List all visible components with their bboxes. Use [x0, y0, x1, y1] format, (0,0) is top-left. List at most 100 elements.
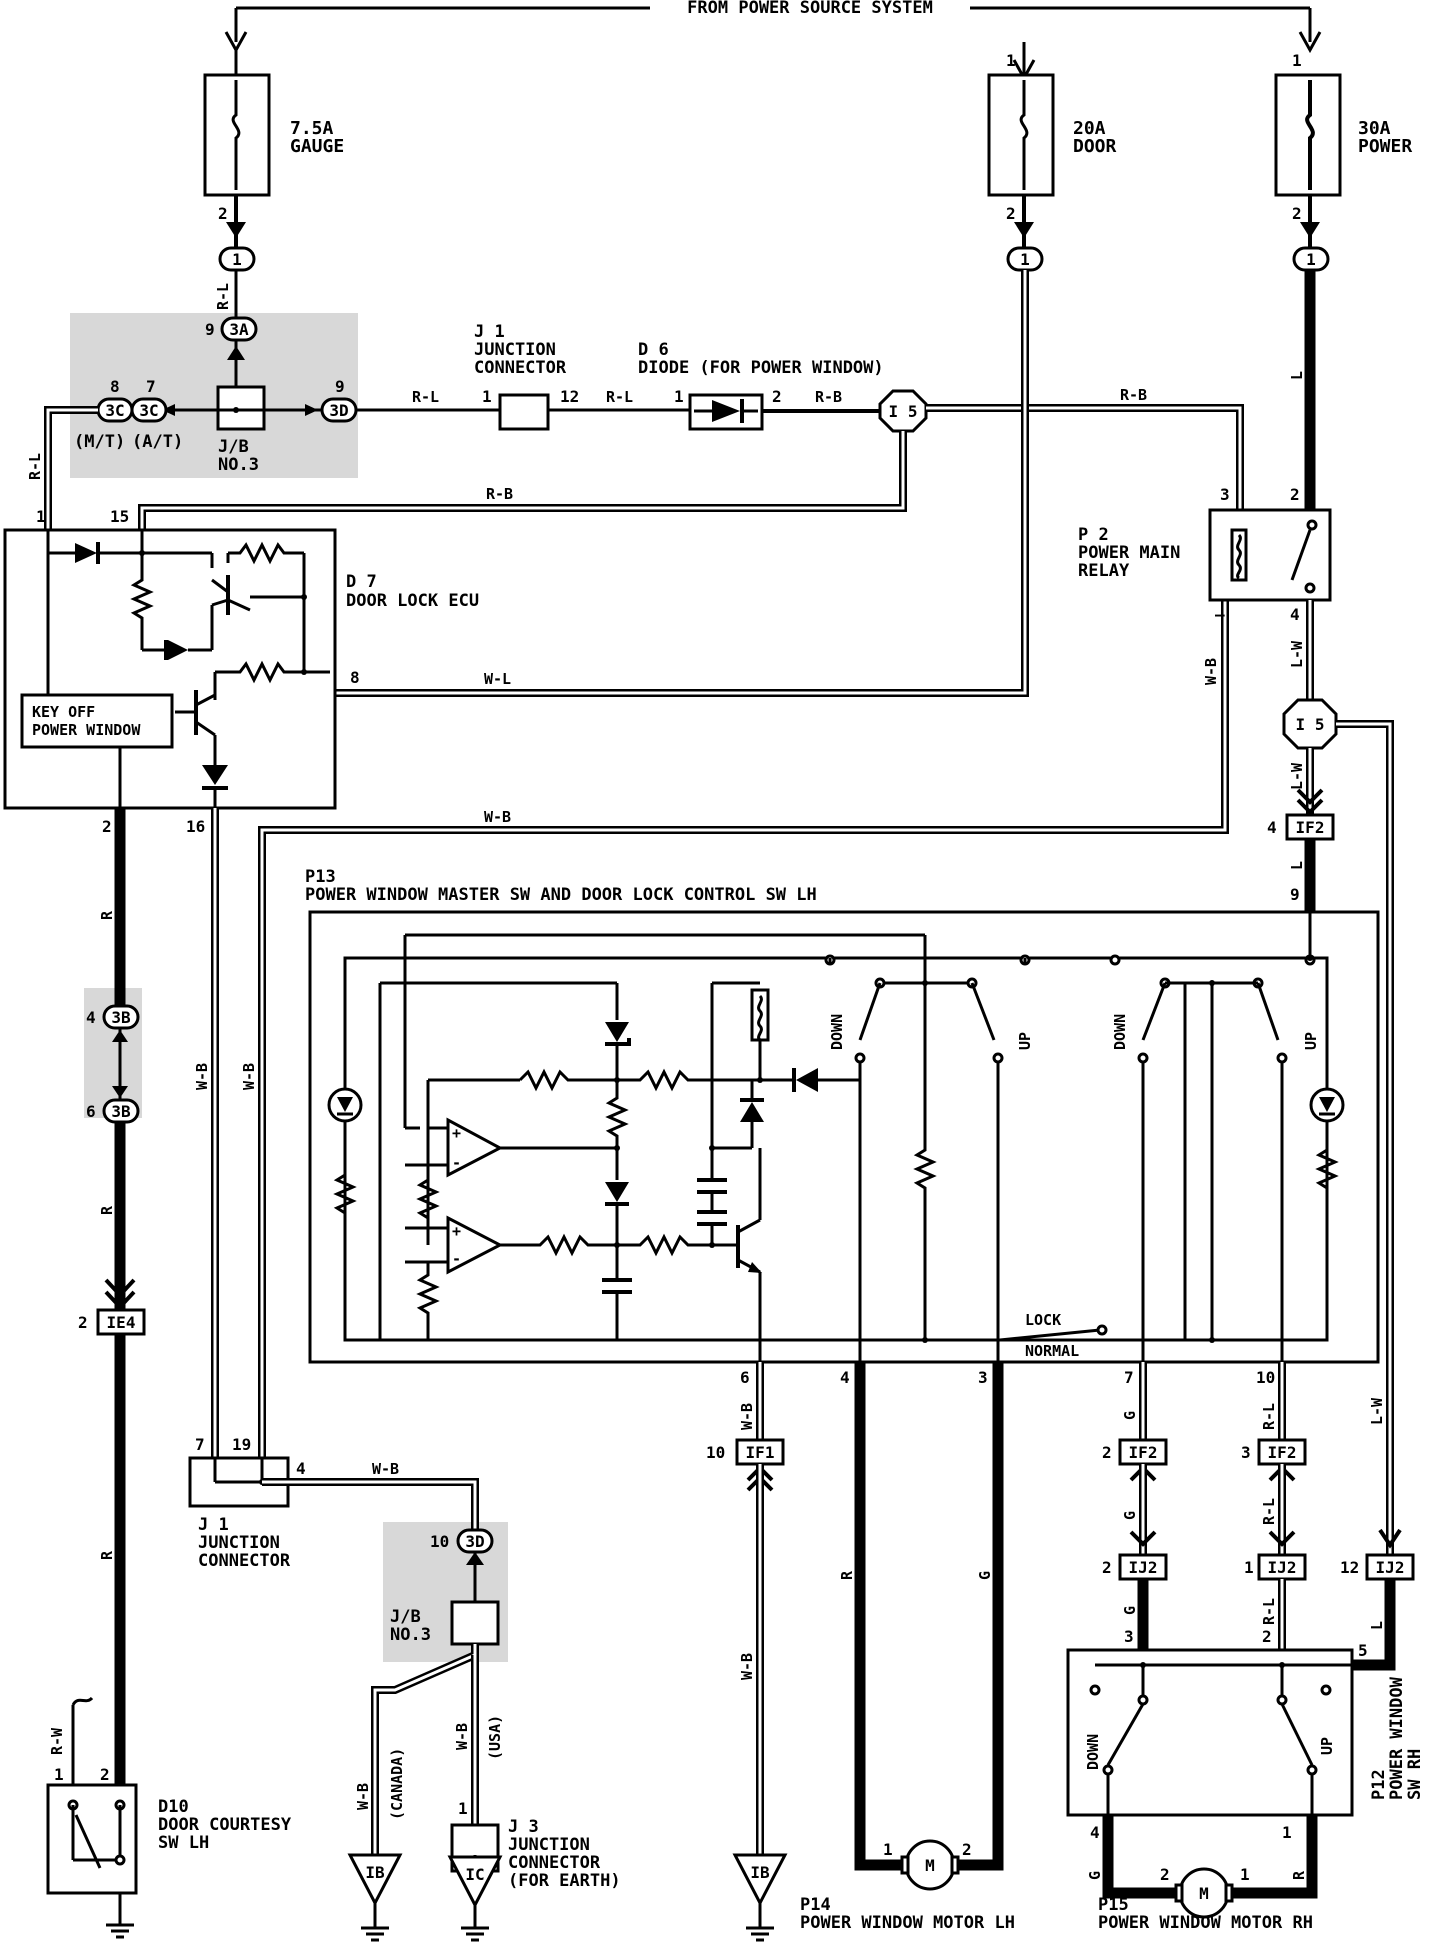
ground-ib-canada: IB [347, 1853, 403, 1942]
svg-text:1: 1 [1006, 51, 1016, 70]
svg-text:-: - [452, 1154, 461, 1172]
svg-text:R: R [98, 1550, 116, 1560]
svg-text:+: + [452, 1222, 461, 1240]
wire-j1-to-3d: W-B 3D 10 [262, 1460, 494, 1602]
svg-text:2: 2 [772, 387, 782, 406]
wire-3c-to-d7: R-L 1 [26, 406, 98, 530]
svg-text:4: 4 [1267, 818, 1277, 837]
svg-text:IE4: IE4 [107, 1313, 136, 1332]
svg-text:2: 2 [78, 1313, 88, 1332]
svg-text:3C: 3C [105, 401, 124, 420]
svg-text:R-L: R-L [1260, 1403, 1278, 1430]
svg-text:2: 2 [1290, 485, 1300, 504]
wire-d7-16-to-j1: 16 W-B 7 W-B W-B 19 [186, 580, 1229, 1458]
svg-text:8: 8 [110, 377, 120, 396]
svg-text:D 6: D 6 [638, 340, 669, 360]
connector-1-power: 1 [1292, 246, 1330, 272]
svg-text:16: 16 [186, 817, 205, 836]
svg-text:G: G [1086, 1871, 1104, 1880]
svg-text:IJ2: IJ2 [1376, 1558, 1405, 1577]
svg-text:R: R [98, 1205, 116, 1215]
wire-power-to-relay: L [1288, 270, 1316, 510]
svg-text:R-L: R-L [606, 388, 633, 406]
wire-i5-to-ij2-12: L-W IJ2 12 L 5 [1336, 720, 1415, 1671]
svg-text:JUNCTION: JUNCTION [474, 340, 556, 360]
svg-text:4: 4 [1290, 605, 1300, 624]
svg-text:DOOR: DOOR [1073, 136, 1117, 157]
svg-text:1: 1 [883, 1840, 893, 1859]
svg-text:4: 4 [86, 1008, 96, 1027]
svg-text:2: 2 [218, 204, 228, 223]
svg-text:IF1: IF1 [746, 1443, 775, 1462]
svg-text:R-L: R-L [412, 388, 439, 406]
svg-text:L-W: L-W [1368, 1397, 1386, 1425]
svg-text:M: M [1199, 1884, 1209, 1903]
svg-text:10: 10 [706, 1443, 725, 1462]
svg-text:3C: 3C [139, 401, 158, 420]
svg-text:IF2: IF2 [1129, 1443, 1158, 1462]
svg-text:W-L: W-L [484, 670, 511, 688]
svg-text:1: 1 [36, 507, 46, 526]
svg-text:IJ2: IJ2 [1268, 1558, 1297, 1577]
svg-text:D10: D10 [158, 1797, 189, 1817]
svg-text:1: 1 [232, 250, 242, 269]
svg-text:W-B: W-B [240, 1063, 258, 1090]
svg-text:4: 4 [1090, 1823, 1100, 1842]
svg-text:CONNECTOR: CONNECTOR [508, 1853, 601, 1873]
svg-text:–: – [1215, 605, 1225, 624]
svg-text:DOOR LOCK ECU: DOOR LOCK ECU [346, 591, 479, 611]
svg-text:6: 6 [86, 1102, 96, 1121]
wire-relay-to-i5: L-W I 5 L-W IF2 4 L 9 [1267, 600, 1338, 912]
wire-p13-7-g: 7 G IF2 2 G IJ2 2 G 3 [1102, 1362, 1168, 1650]
svg-text:20A: 20A [1073, 118, 1106, 139]
svg-text:4: 4 [296, 1459, 306, 1478]
svg-text:POWER: POWER [1358, 136, 1412, 157]
svg-text:W-B: W-B [354, 1783, 372, 1810]
svg-text:SW LH: SW LH [158, 1833, 209, 1853]
svg-text:W-B: W-B [453, 1723, 471, 1750]
svg-text:IB: IB [750, 1863, 770, 1882]
svg-text:NO.3: NO.3 [390, 1625, 431, 1645]
svg-text:15: 15 [110, 507, 129, 526]
wire-j1-to-d6: R-L 1 [548, 387, 690, 412]
svg-text:L: L [1368, 1621, 1386, 1630]
svg-text:IC: IC [465, 1865, 484, 1884]
svg-text:J 3: J 3 [508, 1817, 539, 1837]
connector-i5-top: I 5 [878, 389, 928, 433]
svg-text:UP: UP [1318, 1737, 1336, 1755]
svg-text:NO.3: NO.3 [218, 455, 259, 475]
svg-text:DIODE (FOR POWER WINDOW): DIODE (FOR POWER WINDOW) [638, 358, 884, 378]
jb3-shaded-area [70, 313, 358, 478]
svg-text:M: M [925, 1856, 935, 1875]
svg-text:I 5: I 5 [889, 402, 918, 421]
svg-text:POWER MAIN: POWER MAIN [1078, 543, 1180, 563]
svg-text:IB: IB [365, 1863, 385, 1882]
svg-text:1: 1 [674, 387, 684, 406]
svg-text:POWER WINDOW MASTER SW AND DOO: POWER WINDOW MASTER SW AND DOOR LOCK CON… [305, 885, 817, 905]
svg-text:UP: UP [1016, 1032, 1034, 1050]
wire-3d-to-j1: R-L 1 [356, 387, 500, 412]
svg-text:2: 2 [1160, 1865, 1170, 1884]
wire-relay-wb: W-B [1202, 658, 1220, 685]
svg-text:3: 3 [978, 1368, 988, 1387]
svg-text:7.5A: 7.5A [290, 118, 334, 139]
svg-text:RELAY: RELAY [1078, 561, 1130, 581]
svg-text:L: L [1288, 861, 1306, 870]
d6-diode-power-window: D 6 DIODE (FOR POWER WINDOW) 2 [638, 340, 884, 431]
svg-text:2: 2 [1292, 204, 1302, 223]
svg-text:(FOR EARTH): (FOR EARTH) [508, 1871, 621, 1891]
j1-junction-connector-bottom: J 1 JUNCTION CONNECTOR 4 [188, 1456, 306, 1571]
wire-p12-to-rh-motor: G R 2 1 [1086, 1815, 1318, 1899]
svg-text:3: 3 [1124, 1627, 1134, 1646]
svg-text:R-B: R-B [815, 388, 842, 406]
svg-text:P15: P15 [1098, 1895, 1129, 1915]
svg-text:R-B: R-B [1120, 386, 1147, 404]
svg-text:J 1: J 1 [474, 322, 505, 342]
svg-text:12: 12 [1340, 1558, 1359, 1577]
p2-power-main-relay: P 2 POWER MAIN RELAY 2 4 – [1078, 485, 1332, 624]
wire-gauge-to-jb: R-L 3A 9 [205, 270, 258, 390]
svg-text:R-W: R-W [48, 1727, 66, 1755]
svg-text:5: 5 [1358, 1641, 1368, 1660]
wire-i5-to-p2: R-B 3 [926, 386, 1244, 510]
